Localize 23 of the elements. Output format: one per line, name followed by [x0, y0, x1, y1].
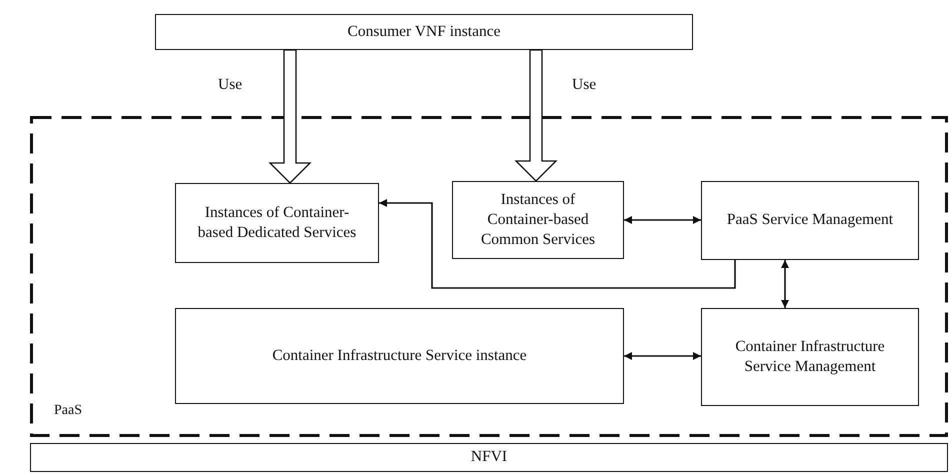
process-box	[452, 181, 624, 259]
arrow	[624, 216, 701, 224]
box-label: Container Infrastructure Service instance	[272, 346, 527, 366]
box-label: Container Infrastructure Service Management	[734, 336, 886, 377]
edge-label: Use	[218, 76, 242, 94]
box-label: PaaS Service Management	[726, 210, 894, 230]
edge-label: Use	[572, 76, 596, 94]
block-arrow	[514, 49, 558, 182]
box-label: Instances of Container-based Common Services	[480, 190, 596, 250]
process-box	[155, 14, 693, 50]
box-label: NFVI	[470, 447, 508, 468]
arrow	[781, 260, 789, 308]
process-box	[701, 181, 919, 260]
box-label: Instances of Container-based Dedicated Services	[196, 202, 358, 243]
block-arrow	[268, 49, 312, 184]
process-box	[175, 183, 379, 263]
box-label: Consumer VNF instance	[348, 22, 500, 42]
process-box	[30, 443, 948, 472]
process-box	[701, 308, 919, 406]
process-box	[175, 308, 624, 404]
arrow	[379, 199, 736, 289]
arrow	[624, 352, 701, 360]
region-label: PaaS	[54, 403, 82, 419]
